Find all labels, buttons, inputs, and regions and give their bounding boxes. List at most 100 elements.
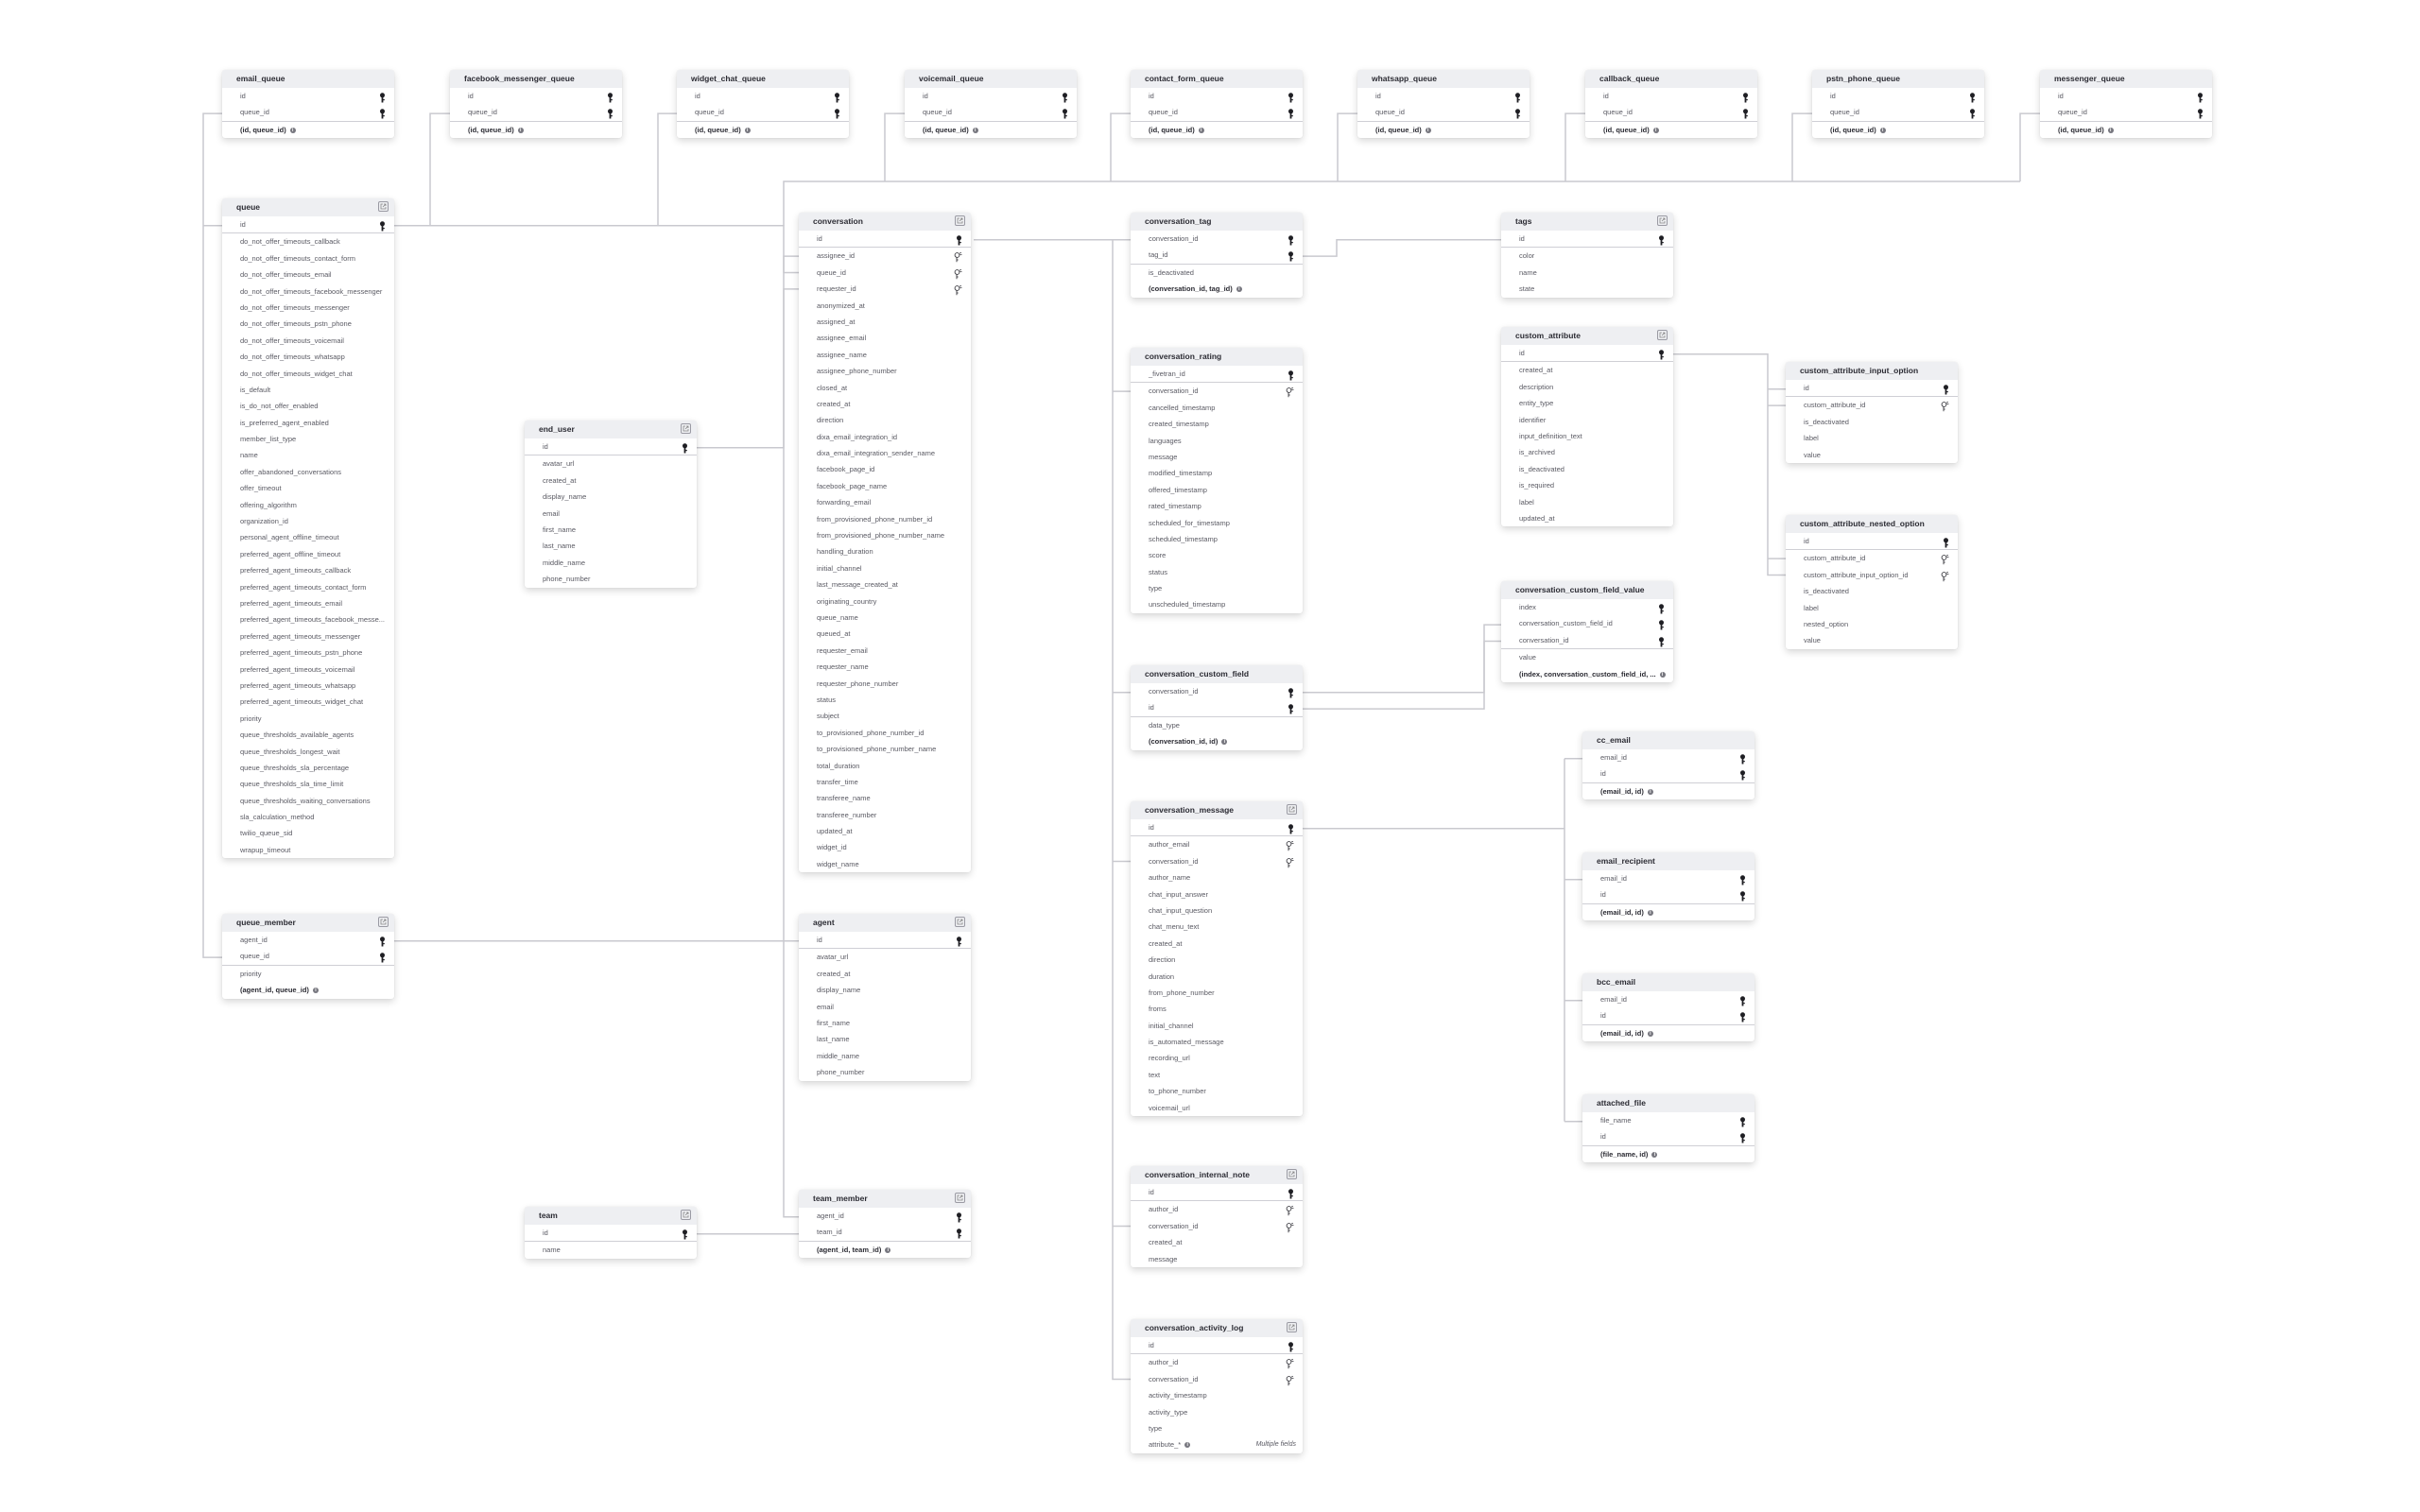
open-table-icon[interactable] (1287, 804, 1297, 815)
open-table-icon[interactable] (378, 201, 389, 212)
composite-index-row[interactable]: (email_id, id)i (1582, 1025, 1754, 1041)
field-row[interactable]: assignee_name (799, 347, 971, 363)
field-row[interactable]: closed_at (799, 380, 971, 396)
field-row[interactable]: offer_abandoned_conversations (222, 464, 394, 480)
field-row[interactable]: conversation_id (1131, 383, 1303, 399)
field-row[interactable]: chat_input_answer (1131, 886, 1303, 902)
info-icon[interactable]: i (289, 127, 296, 133)
field-row[interactable]: do_not_offer_timeouts_contact_form (222, 250, 394, 266)
field-row[interactable]: queue_thresholds_sla_time_limit (222, 776, 394, 792)
field-row[interactable]: offering_algorithm (222, 497, 394, 513)
field-row[interactable]: id (1357, 88, 1530, 104)
field-row[interactable]: activity_timestamp (1131, 1387, 1303, 1403)
table-header[interactable]: messenger_queue (2040, 70, 2212, 88)
field-row[interactable]: middle_name (799, 1048, 971, 1064)
field-row[interactable]: offered_timestamp (1131, 482, 1303, 498)
info-icon[interactable]: i (1647, 909, 1653, 916)
field-row[interactable]: priority (222, 711, 394, 727)
field-row[interactable]: queue_id (905, 104, 1077, 120)
field-row[interactable]: phone_number (525, 571, 697, 587)
field-row[interactable]: score (1131, 547, 1303, 563)
field-row[interactable]: do_not_offer_timeouts_email (222, 266, 394, 283)
field-row[interactable]: queue_id (2040, 104, 2212, 120)
field-row[interactable]: preferred_agent_timeouts_facebook_messe.… (222, 611, 394, 627)
field-row[interactable]: preferred_agent_timeouts_voicemail (222, 662, 394, 678)
field-row[interactable]: id (905, 88, 1077, 104)
table-header[interactable]: contact_form_queue (1131, 70, 1303, 88)
field-row[interactable]: id (222, 216, 394, 232)
open-table-icon[interactable] (1657, 215, 1668, 226)
table-header[interactable]: custom_attribute (1501, 327, 1673, 345)
field-row[interactable]: id (1131, 699, 1303, 715)
field-row[interactable]: scheduled_for_timestamp (1131, 515, 1303, 531)
field-row[interactable]: queue_thresholds_available_agents (222, 727, 394, 743)
info-icon[interactable]: i (972, 127, 978, 133)
table-header[interactable]: pstn_phone_queue (1812, 70, 1984, 88)
field-row[interactable]: email_id (1582, 991, 1754, 1007)
table-header[interactable]: attached_file (1582, 1094, 1754, 1112)
field-row[interactable]: first_name (525, 522, 697, 538)
field-row[interactable]: nested_option (1786, 616, 1958, 632)
info-icon[interactable]: i (312, 988, 319, 994)
field-row[interactable]: preferred_agent_offline_timeout (222, 546, 394, 562)
field-row[interactable]: file_name (1582, 1112, 1754, 1128)
field-row[interactable]: identifier (1501, 412, 1673, 428)
table-header[interactable]: email_queue (222, 70, 394, 88)
table-header[interactable]: email_recipient (1582, 852, 1754, 870)
field-row[interactable]: id (2040, 88, 2212, 104)
table-header[interactable]: conversation (799, 213, 971, 231)
field-row[interactable]: scheduled_timestamp (1131, 531, 1303, 547)
field-row[interactable]: author_id (1131, 1201, 1303, 1217)
field-row[interactable]: name (222, 447, 394, 463)
field-row[interactable]: preferred_agent_timeouts_pstn_phone (222, 644, 394, 661)
field-row[interactable]: is_default (222, 382, 394, 398)
field-row[interactable]: queue_id (1131, 104, 1303, 120)
field-row[interactable]: agent_id (222, 932, 394, 948)
field-row[interactable]: is_deactivated (1786, 414, 1958, 430)
field-row[interactable]: duration (1131, 969, 1303, 985)
field-row[interactable]: from_provisioned_phone_number_id (799, 511, 971, 527)
field-row[interactable]: dixa_email_integration_id (799, 429, 971, 445)
table-header[interactable]: voicemail_queue (905, 70, 1077, 88)
field-row[interactable]: id (1582, 765, 1754, 782)
field-row[interactable]: to_provisioned_phone_number_name (799, 741, 971, 757)
table-header[interactable]: facebook_messenger_queue (450, 70, 622, 88)
field-row[interactable]: message (1131, 1251, 1303, 1267)
field-row[interactable]: conversation_id (1131, 1371, 1303, 1387)
info-icon[interactable]: i (885, 1246, 891, 1253)
info-icon[interactable]: i (517, 127, 524, 133)
field-row[interactable]: id (677, 88, 849, 104)
field-row[interactable]: modified_timestamp (1131, 465, 1303, 481)
field-row[interactable]: preferred_agent_timeouts_messenger (222, 628, 394, 644)
composite-index-row[interactable]: (agent_id, queue_id)i (222, 982, 394, 998)
field-row[interactable]: id (799, 231, 971, 247)
table-header[interactable]: callback_queue (1585, 70, 1757, 88)
field-row[interactable]: email_id (1582, 870, 1754, 886)
field-row[interactable]: last_name (525, 538, 697, 554)
composite-index-row[interactable]: (id, queue_id)i (1131, 122, 1303, 138)
info-icon[interactable]: i (1236, 286, 1242, 293)
field-row[interactable]: color (1501, 248, 1673, 264)
composite-index-row[interactable]: (id, queue_id)i (450, 122, 622, 138)
field-row[interactable]: preferred_agent_timeouts_contact_form (222, 579, 394, 595)
field-row[interactable]: team_id (799, 1224, 971, 1240)
table-header[interactable]: cc_email (1582, 731, 1754, 749)
field-row[interactable]: facebook_page_id (799, 461, 971, 477)
field-row[interactable]: queue_thresholds_waiting_conversations (222, 793, 394, 809)
field-row[interactable]: last_name (799, 1031, 971, 1047)
table-header[interactable]: queue_member (222, 914, 394, 932)
field-row[interactable]: label (1786, 430, 1958, 446)
table-header[interactable]: end_user (525, 421, 697, 438)
info-icon[interactable]: i (1651, 1151, 1658, 1158)
table-header[interactable]: team (525, 1207, 697, 1225)
open-table-icon[interactable] (955, 1193, 965, 1203)
field-row[interactable]: avatar_url (525, 455, 697, 472)
field-row[interactable]: is_archived (1501, 444, 1673, 460)
